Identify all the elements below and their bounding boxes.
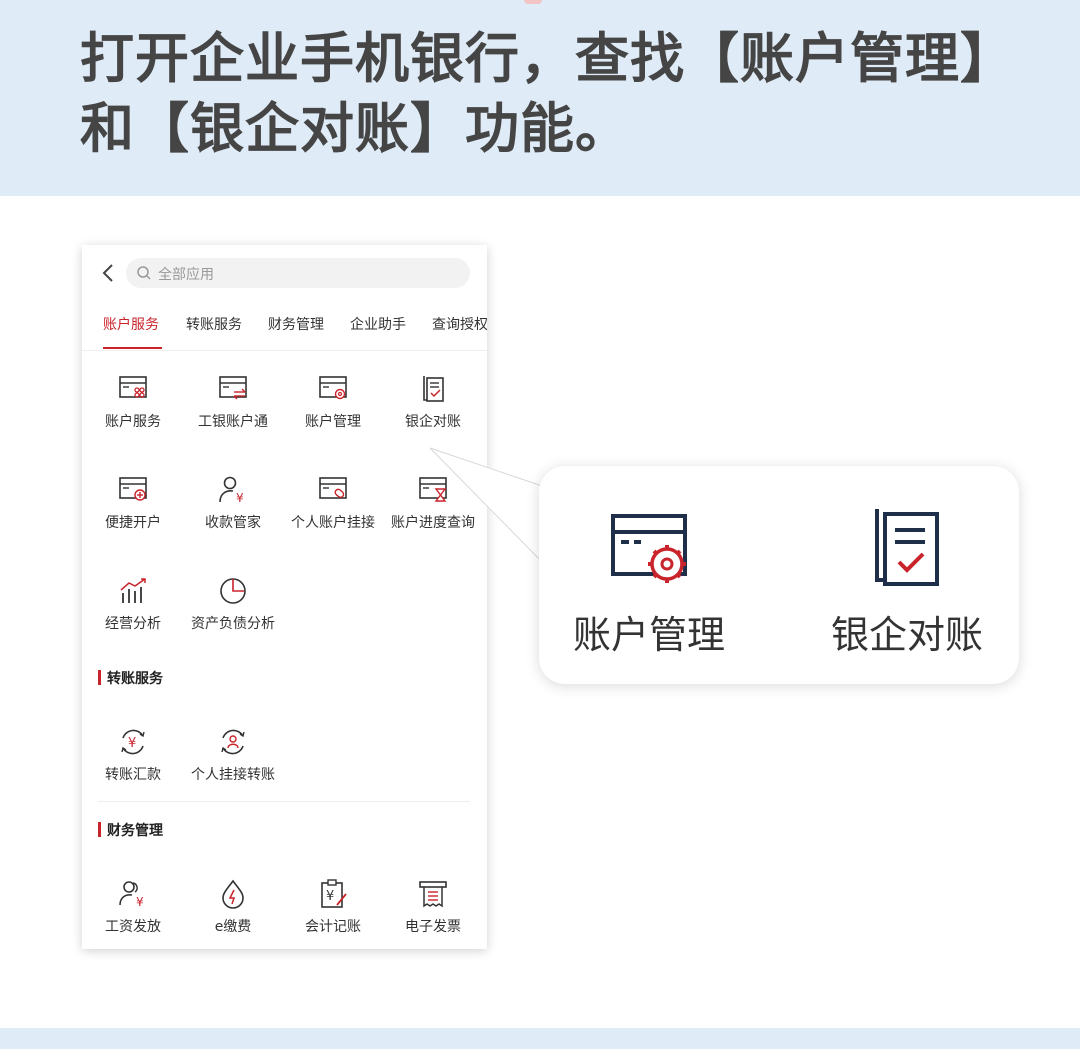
phone-screen: 全部应用 账户服务 转账服务 财务管理 企业助手 查询授权 账户服务 — [82, 245, 487, 949]
tab-transfer-services[interactable]: 转账服务 — [186, 317, 242, 333]
svg-text:¥: ¥ — [136, 895, 144, 909]
card-gear-icon — [319, 376, 347, 400]
tab-finance-management[interactable]: 财务管理 — [268, 317, 324, 333]
bottom-band — [0, 1028, 1080, 1049]
search-icon — [137, 266, 151, 280]
users-yen-icon: ¥ — [119, 881, 144, 909]
app-payroll[interactable]: ¥ 工资发放 — [83, 878, 183, 949]
svg-text:¥: ¥ — [128, 736, 136, 751]
card-hourglass-icon — [419, 477, 447, 502]
document-check-icon — [423, 376, 444, 402]
clipboard-yen-icon: ¥ — [321, 879, 347, 908]
callout-label-reconciliation: 银企对账 — [831, 613, 984, 657]
search-input[interactable]: 全部应用 — [126, 258, 470, 288]
app-label: 会计记账 — [305, 919, 361, 935]
app-quick-account-opening[interactable]: 便捷开户 — [83, 474, 183, 554]
svg-text:¥: ¥ — [326, 889, 334, 904]
active-tab-indicator — [103, 347, 162, 349]
app-label: 收款管家 — [205, 515, 261, 531]
card-link-icon — [319, 477, 347, 499]
category-tabs: 账户服务 转账服务 财务管理 企业助手 查询授权 — [82, 301, 487, 351]
app-label: 个人账户挂接 — [291, 515, 375, 531]
section-divider — [98, 801, 470, 802]
zoom-callout: 账户管理 银企对账 — [539, 466, 1019, 684]
headline-line-2: 和【银企对账】功能。 — [80, 97, 630, 160]
accent-mark — [524, 0, 542, 4]
callout-label-account-management: 账户管理 — [573, 613, 726, 657]
instruction-headline: 打开企业手机银行，查找【账户管理】 和【银企对账】功能。 — [80, 24, 1060, 164]
app-collection-manager[interactable]: ¥ 收款管家 — [183, 474, 283, 554]
tab-enterprise-assistant[interactable]: 企业助手 — [350, 317, 406, 333]
app-personal-account-link[interactable]: 个人账户挂接 — [283, 474, 383, 554]
back-arrow-icon[interactable] — [100, 263, 118, 283]
card-plus-icon — [119, 477, 147, 501]
app-transfer-remittance[interactable]: ¥ 转账汇款 — [83, 726, 183, 806]
app-label: 工资发放 — [105, 919, 161, 935]
section-title-finance: 财务管理 — [98, 820, 163, 840]
top-banner: 打开企业手机银行，查找【账户管理】 和【银企对账】功能。 — [0, 0, 1080, 196]
app-bank-enterprise-reconciliation[interactable]: 银企对账 — [383, 373, 483, 453]
app-label: e缴费 — [214, 919, 252, 935]
card-transfer-icon — [219, 376, 247, 400]
app-label: 资产负债分析 — [191, 616, 275, 632]
app-label: 工银账户通 — [198, 414, 268, 430]
app-personal-linked-transfer[interactable]: 个人挂接转账 — [183, 726, 283, 806]
section-title-transfer: 转账服务 — [98, 668, 163, 688]
app-account-management[interactable]: 账户管理 — [283, 373, 383, 453]
document-check-icon — [875, 509, 939, 586]
app-accounting[interactable]: ¥ 会计记账 — [283, 878, 383, 949]
app-account-progress-query[interactable]: 账户进度查询 — [383, 474, 483, 554]
app-label: 电子发票 — [405, 919, 461, 935]
app-asset-liability-analysis[interactable]: 资产负债分析 — [183, 575, 283, 655]
app-label: 账户服务 — [105, 414, 161, 430]
search-placeholder: 全部应用 — [158, 267, 214, 283]
pie-chart-icon — [220, 578, 246, 604]
user-yen-icon: ¥ — [219, 476, 244, 505]
headline-line-1: 打开企业手机银行，查找【账户管理】 — [80, 27, 1015, 90]
tab-account-services[interactable]: 账户服务 — [103, 317, 159, 333]
receipt-icon — [419, 881, 447, 908]
app-label: 银企对账 — [405, 414, 461, 430]
app-account-services[interactable]: 账户服务 — [83, 373, 183, 453]
app-business-analysis[interactable]: 经营分析 — [83, 575, 183, 655]
app-label: 个人挂接转账 — [191, 767, 275, 783]
app-label: 账户管理 — [305, 414, 361, 430]
card-gear-icon — [611, 514, 687, 583]
card-grid-icon — [119, 376, 147, 398]
drop-bolt-icon — [222, 879, 244, 909]
app-label: 便捷开户 — [105, 515, 161, 531]
tab-query-authorization[interactable]: 查询授权 — [432, 317, 487, 333]
app-label: 经营分析 — [105, 616, 161, 632]
app-e-payment[interactable]: e缴费 — [183, 878, 283, 949]
user-cycle-icon — [221, 729, 245, 755]
bar-chart-icon — [120, 578, 146, 603]
yen-cycle-icon: ¥ — [121, 729, 145, 755]
app-label: 转账汇款 — [105, 767, 161, 783]
app-icbc-account-link[interactable]: 工银账户通 — [183, 373, 283, 453]
search-bar-row: 全部应用 — [82, 245, 487, 301]
app-e-invoice[interactable]: 电子发票 — [383, 878, 483, 949]
svg-text:¥: ¥ — [236, 491, 244, 505]
app-label: 账户进度查询 — [391, 515, 475, 531]
